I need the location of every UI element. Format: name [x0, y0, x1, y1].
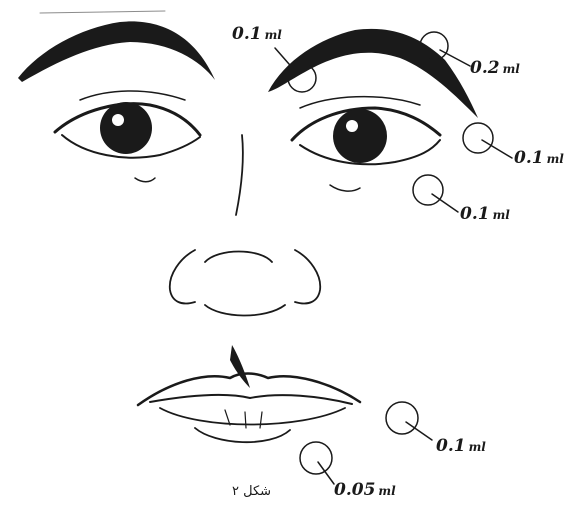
marker-lip-corner [386, 402, 418, 434]
marker-cheek-upper [413, 175, 443, 205]
nose [170, 135, 320, 316]
left-eyebrow [18, 21, 215, 82]
dose-unit: ml [547, 152, 564, 166]
dose-value: 0.1 [436, 436, 466, 456]
injection-markers [275, 32, 512, 484]
top-rule [40, 11, 165, 13]
marker-lateral-canthus [463, 123, 493, 153]
mouth [138, 345, 360, 442]
dose-value: 0.1 [460, 204, 490, 224]
dose-value: 0.1 [514, 148, 544, 168]
right-eyebrow [268, 29, 478, 118]
dose-value: 0.05 [334, 480, 375, 500]
dose-value: 0.1 [232, 24, 262, 44]
marker-chin [300, 442, 332, 474]
arrow-lip-corner [406, 422, 432, 440]
arrow-lateral-canthus [482, 140, 512, 158]
figure-caption: شكل ٢ [232, 484, 271, 499]
dose-unit: ml [493, 208, 510, 222]
dose-unit: ml [378, 484, 395, 498]
dose-unit: ml [265, 28, 282, 42]
dose-unit: ml [503, 62, 520, 76]
left-eye [55, 91, 200, 182]
right-eye [292, 97, 440, 192]
dose-unit: ml [469, 440, 486, 454]
dose-value: 0.2 [470, 58, 500, 78]
